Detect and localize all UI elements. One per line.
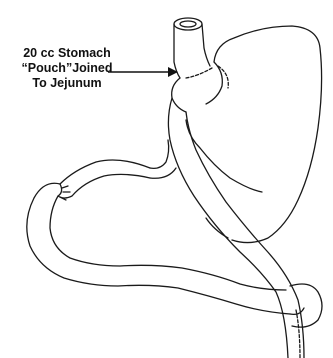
- duodenum: [150, 140, 169, 168]
- biliopancreatic-limb: [27, 160, 290, 314]
- annotation-arrow: [108, 67, 178, 77]
- esophagus: [174, 18, 210, 78]
- duodenum-lower: [150, 168, 176, 178]
- roux-limb: [168, 98, 304, 358]
- jejunojejunostomy: [290, 284, 322, 327]
